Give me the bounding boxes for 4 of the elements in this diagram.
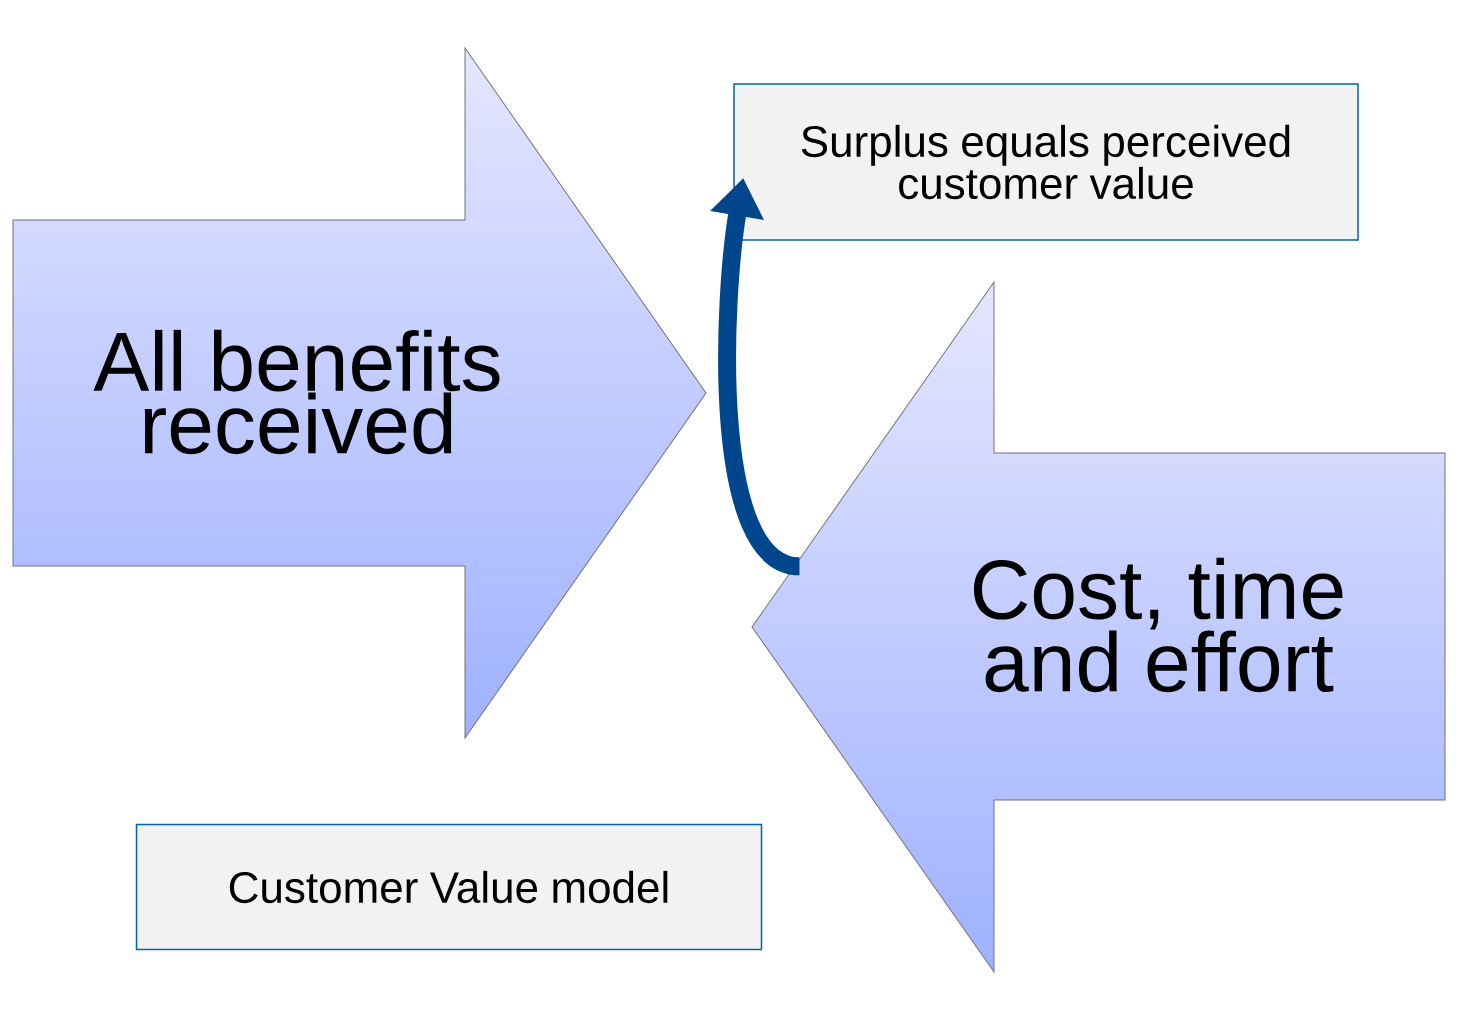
text-box: Customer Value model <box>135 823 763 951</box>
pointed-panel: Cost, time and effort <box>751 281 1446 973</box>
pointed-panel: All benefits received <box>12 47 707 739</box>
text-box: Surplus equals perceived customer value <box>733 83 1359 241</box>
